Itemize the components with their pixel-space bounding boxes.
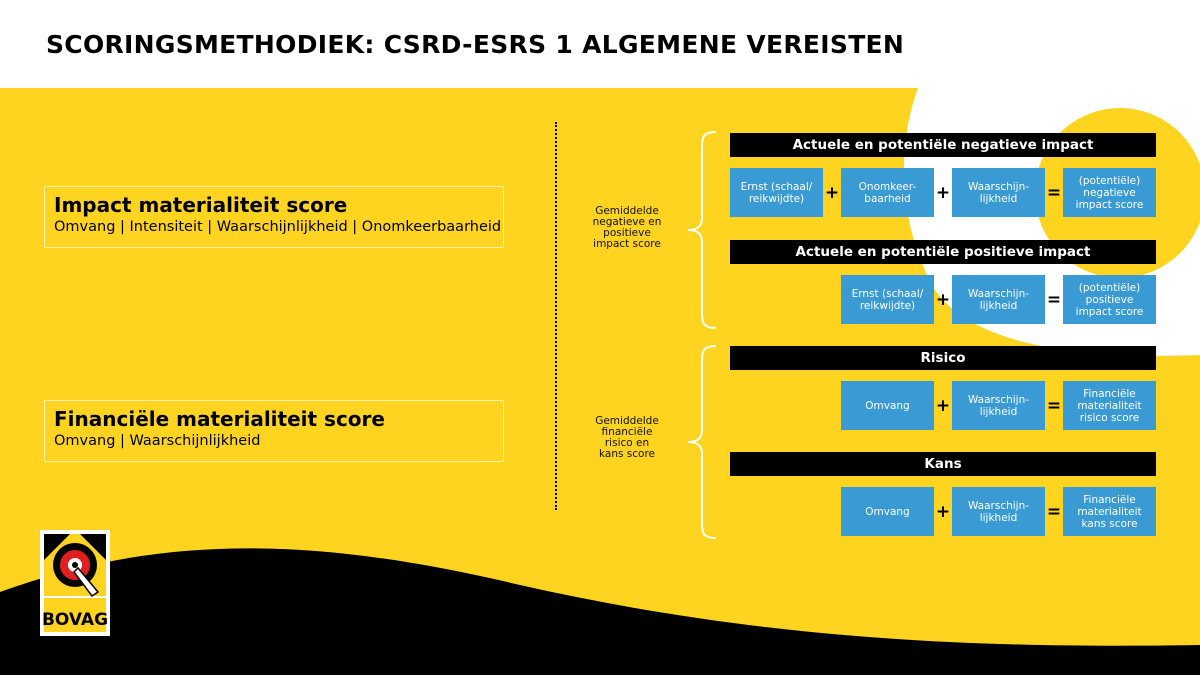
negative-impact-header: Actuele en potentiële negatieve impact <box>730 133 1156 157</box>
financial-score-box: Financiële materialiteit score Omvang | … <box>44 400 504 462</box>
negative-irreversibility-cell: Onomkeer-baarheid <box>841 168 934 217</box>
negative-likelihood-cell: Waarschijn-lijkheid <box>952 168 1045 217</box>
plus-operator: + <box>824 183 840 203</box>
page-title: SCORINGSMETHODIEK: CSRD-ESRS 1 ALGEMENE … <box>46 30 905 59</box>
plus-operator: + <box>935 502 951 522</box>
dotted-divider <box>555 122 557 510</box>
positive-likelihood-cell: Waarschijn-lijkheid <box>952 275 1045 324</box>
opportunity-header: Kans <box>730 452 1156 476</box>
equals-operator: = <box>1046 290 1062 310</box>
plus-operator: + <box>935 290 951 310</box>
financial-score-subtitle: Omvang | Waarschijnlijkheid <box>54 433 261 449</box>
impact-score-subtitle: Omvang | Intensiteit | Waarschijnlijkhei… <box>54 219 502 235</box>
impact-brace <box>687 131 717 329</box>
opportunity-extent-cell: Omvang <box>841 487 934 536</box>
equals-operator: = <box>1046 502 1062 522</box>
impact-score-title: Impact materialiteit score <box>54 193 348 217</box>
equals-operator: = <box>1046 396 1062 416</box>
positive-impact-header: Actuele en potentiële positieve impact <box>730 240 1156 264</box>
equals-operator: = <box>1046 183 1062 203</box>
impact-score-box: Impact materialiteit score Omvang | Inte… <box>44 186 504 248</box>
risk-header: Risico <box>730 346 1156 370</box>
bovag-logo: BOVAG <box>40 530 110 636</box>
black-wave <box>0 548 1200 675</box>
plus-operator: + <box>935 183 951 203</box>
bovag-logo-mark: BOVAG <box>42 534 108 632</box>
financial-average-label: Gemiddelde financiële risico en kans sco… <box>595 415 659 460</box>
negative-severity-cell: Ernst (schaal/reikwijdte) <box>730 168 823 217</box>
financial-brace <box>687 345 717 539</box>
plus-operator: + <box>935 396 951 416</box>
financial-score-title: Financiële materialiteit score <box>54 407 385 431</box>
risk-extent-cell: Omvang <box>841 381 934 430</box>
risk-likelihood-cell: Waarschijn-lijkheid <box>952 381 1045 430</box>
impact-average-label: Gemiddelde negatieve en positieve impact… <box>592 205 662 250</box>
bovag-logo-text: BOVAG <box>42 610 108 630</box>
opportunity-likelihood-cell: Waarschijn-lijkheid <box>952 487 1045 536</box>
positive-severity-cell: Ernst (schaal/reikwijdte) <box>841 275 934 324</box>
